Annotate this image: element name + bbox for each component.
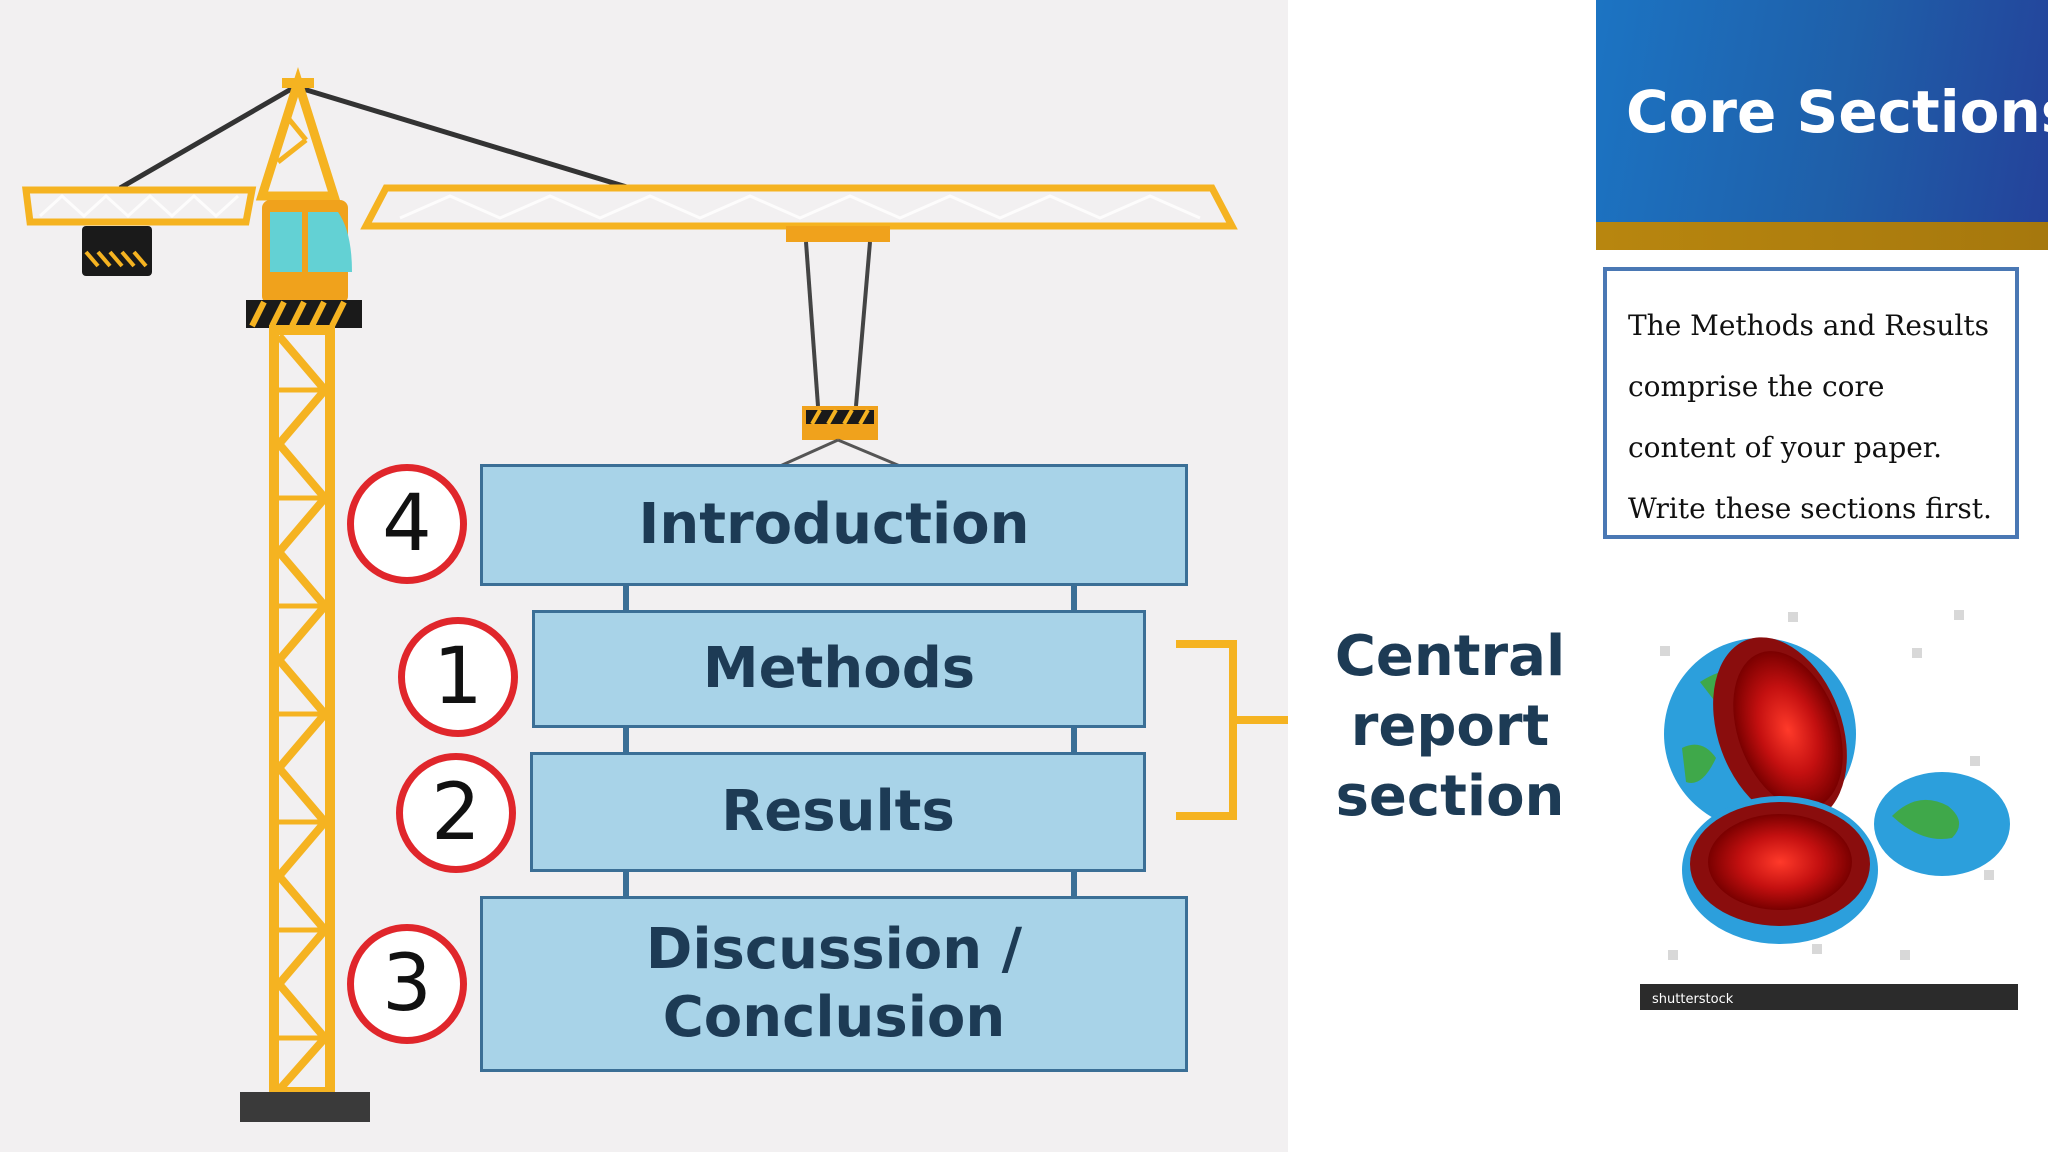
summary-text-box: The Methods and Results comprise the cor…	[1603, 267, 2019, 539]
slide-title: Core Sections	[1626, 78, 2048, 146]
diagram-panel: Introduction Methods Results Discussion …	[0, 0, 1288, 1152]
section-label-methods: Methods	[702, 636, 976, 701]
section-box-discussion: Discussion / Conclusion	[480, 896, 1188, 1072]
order-badge-4: 4	[347, 464, 467, 584]
section-box-introduction: Introduction	[480, 464, 1188, 586]
order-badge-3: 3	[347, 924, 467, 1044]
title-banner	[1596, 0, 2048, 222]
title-accent-stripe	[1596, 222, 2048, 250]
section-label-results: Results	[721, 779, 955, 844]
section-box-results: Results	[530, 752, 1146, 872]
summary-text: The Methods and Results comprise the cor…	[1628, 309, 1992, 525]
section-label-discussion: Discussion / Conclusion	[645, 917, 1023, 1050]
crane-illustration	[22, 67, 1288, 1122]
order-badge-2: 2	[396, 753, 516, 873]
image-caption: shutterstock	[1652, 992, 1734, 1007]
section-label-introduction: Introduction	[638, 492, 1030, 557]
central-report-section-label: Central report section	[1334, 624, 1566, 829]
section-box-methods: Methods	[532, 610, 1146, 728]
central-section-bracket	[1176, 640, 1288, 820]
earth-layers-image: shutterstock	[1640, 610, 2018, 1010]
order-badge-1: 1	[398, 617, 518, 737]
